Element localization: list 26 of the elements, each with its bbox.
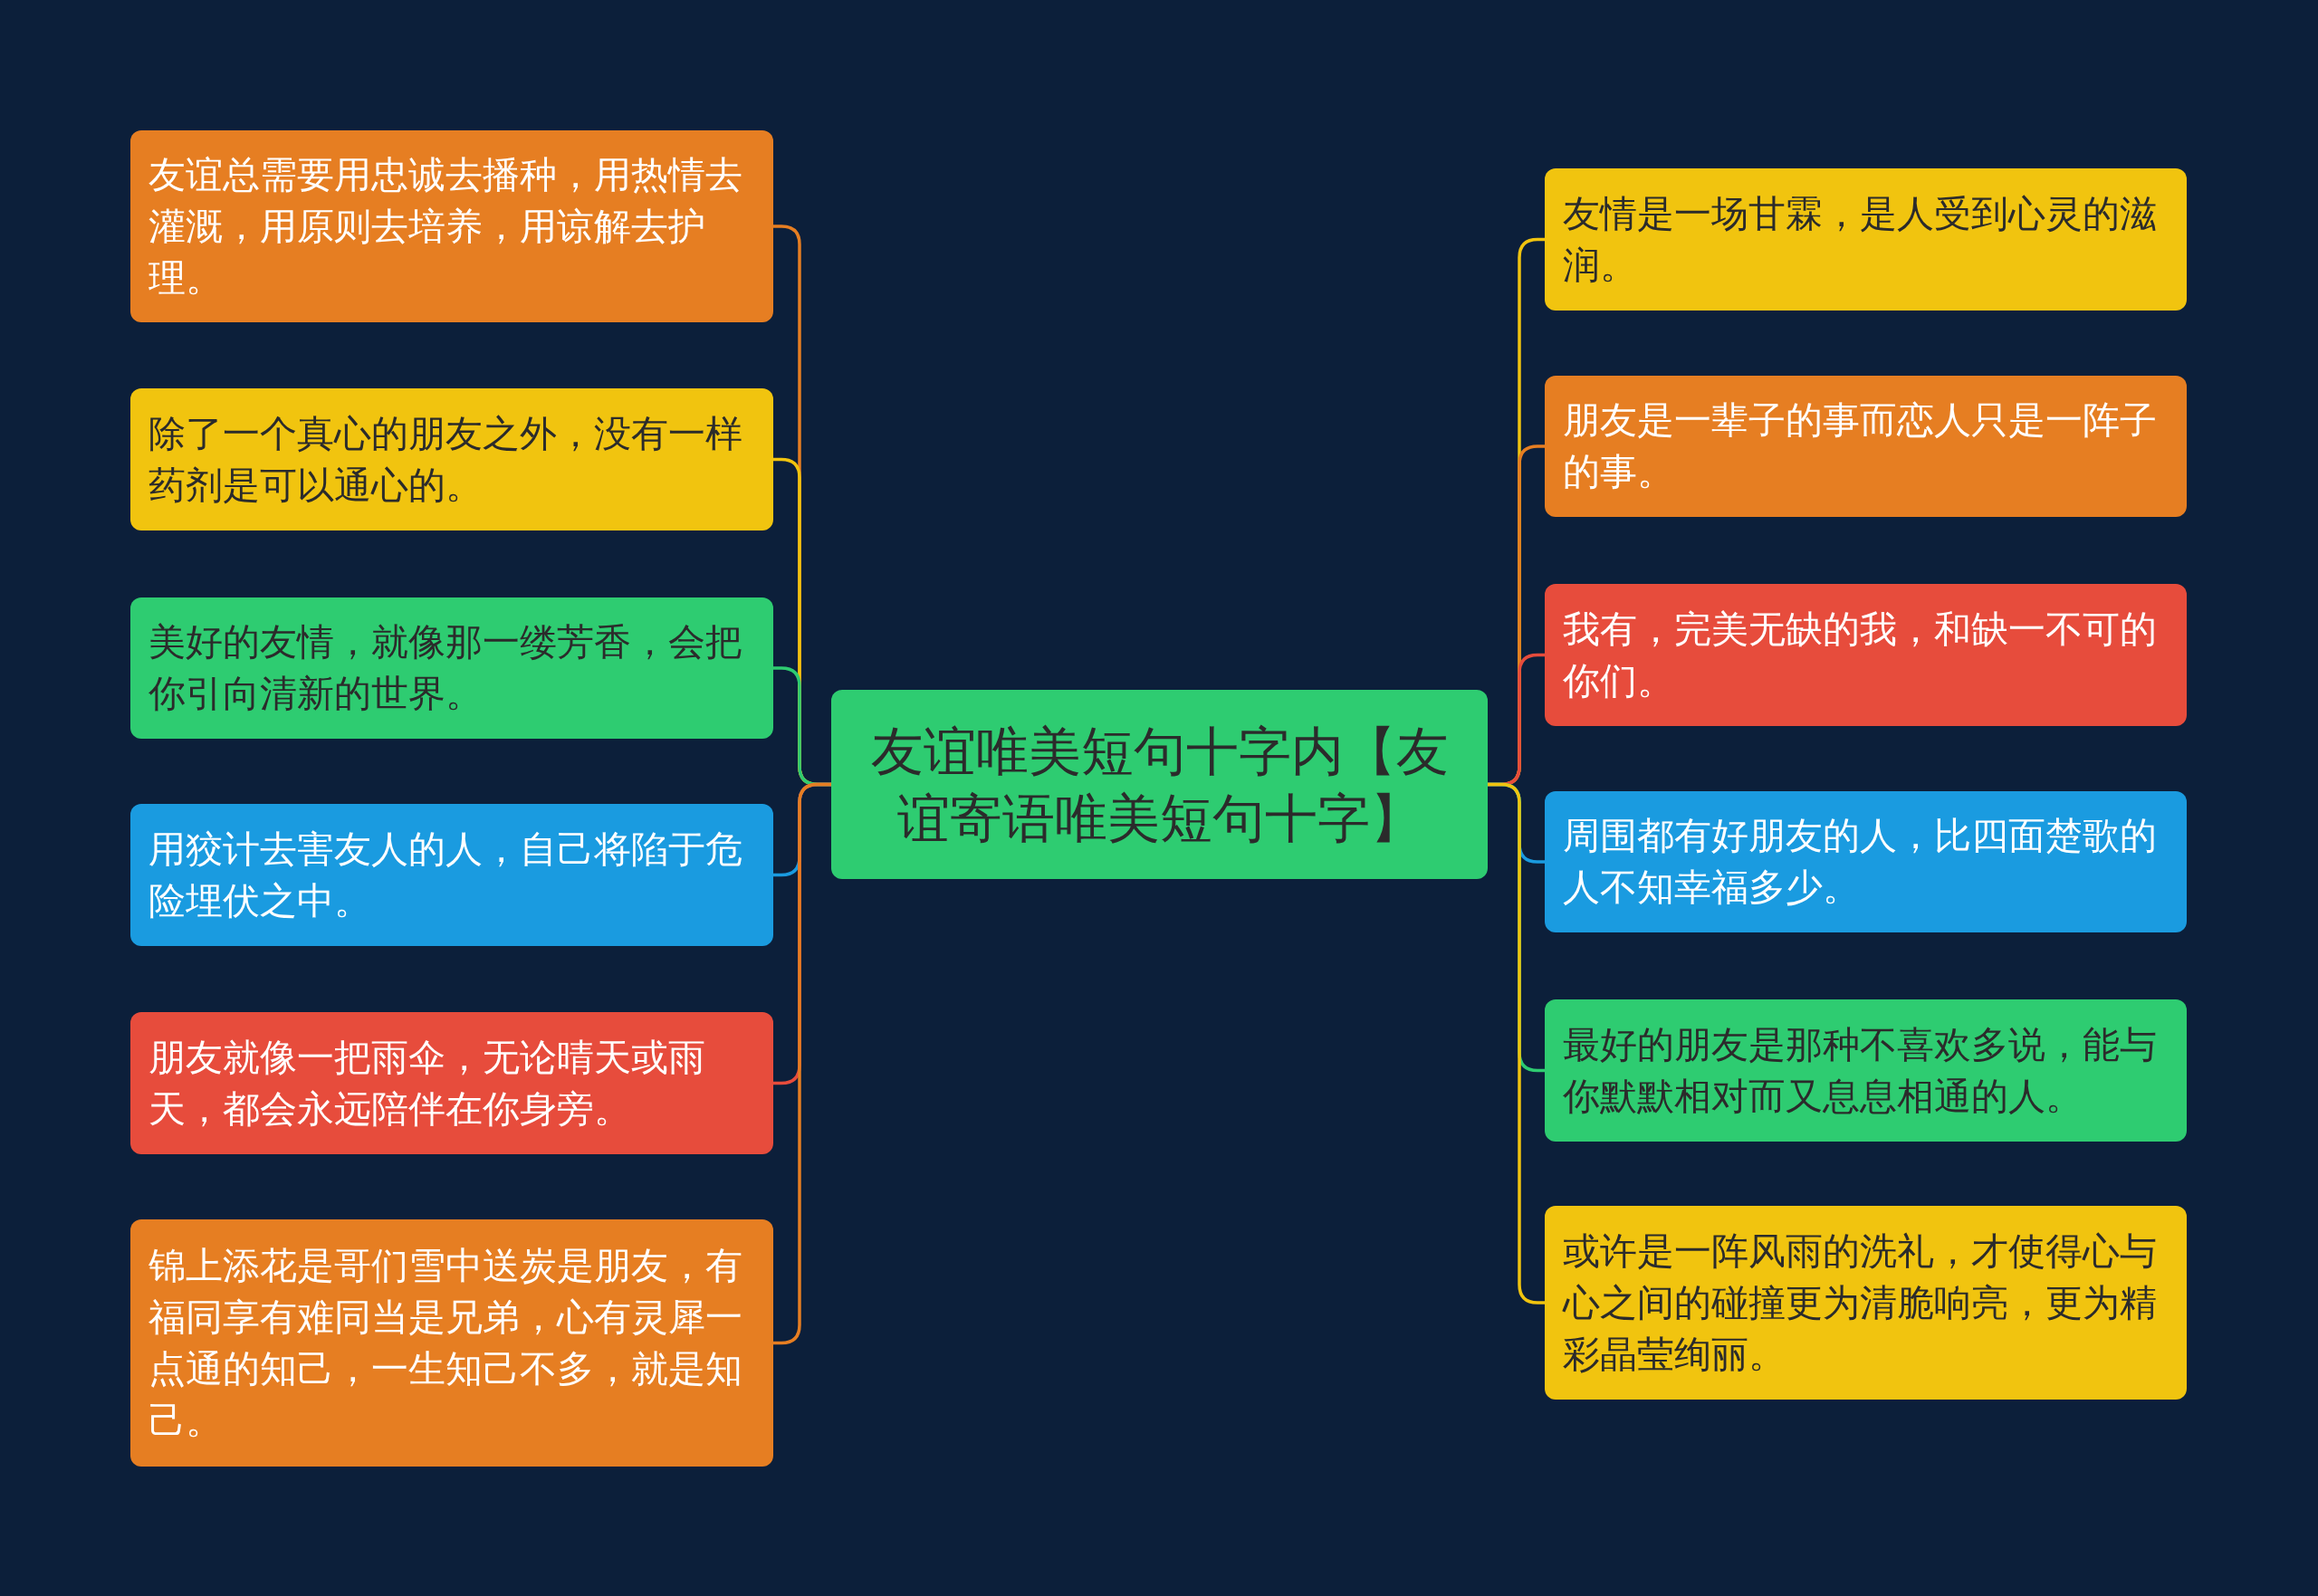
topic-box [1545, 999, 2187, 1142]
topic-text: 除了一个真心的朋友之外，没有一样药剂是可以通心的。 [148, 410, 743, 509]
topic-box [130, 1219, 773, 1467]
topic-text: 周围都有好朋友的人，比四面楚歌的人不知幸福多少。 [1563, 813, 2158, 911]
topic-text: 朋友是一辈子的事而恋人只是一阵子的事。 [1563, 397, 2158, 495]
topic-text: 友谊总需要用忠诚去播种，用热情去灌溉，用原则去培养，用谅解去护理。 [148, 151, 743, 301]
topic-text: 锦上添花是哥们雪中送炭是朋友，有福同享有难同当是兄弟，心有灵犀一点通的知己，一生知己不多，就是知己。 [148, 1242, 743, 1444]
topic-text: 友谊唯美短句十字内【友谊寄语唯美短句十字】 [869, 719, 1450, 851]
topic-box [1545, 791, 2187, 932]
topic-box [130, 1012, 773, 1154]
topic-text: 我有，完美无缺的我，和缺一不可的你们。 [1563, 606, 2158, 704]
topic-text: 用狡计去害友人的人，自己将陷于危险埋伏之中。 [148, 826, 743, 924]
topic-text: 朋友就像一把雨伞，无论晴天或雨天，都会永远陪伴在你身旁。 [148, 1034, 706, 1132]
topic-box [1545, 168, 2187, 311]
topic-box [1545, 1206, 2187, 1400]
topic-box [130, 388, 773, 530]
topic-text: 或许是一阵风雨的洗礼，才使得心与心之间的碰撞更为清脆响亮，更为精彩晶莹绚丽。 [1563, 1228, 2158, 1378]
topic-box [130, 597, 773, 739]
topic-text: 友情是一场甘霖，是人受到心灵的滋润。 [1563, 190, 2158, 289]
topic-text: 美好的友情，就像那一缕芳香，会把你引向清新的世界。 [148, 619, 743, 717]
topic-box [130, 804, 773, 946]
topic-box [1545, 584, 2187, 726]
topic-box [130, 130, 773, 322]
central-topic-box [831, 690, 1488, 879]
topic-box [1545, 376, 2187, 517]
topic-text: 最好的朋友是那种不喜欢多说，能与你默默相对而又息息相通的人。 [1563, 1021, 2158, 1120]
